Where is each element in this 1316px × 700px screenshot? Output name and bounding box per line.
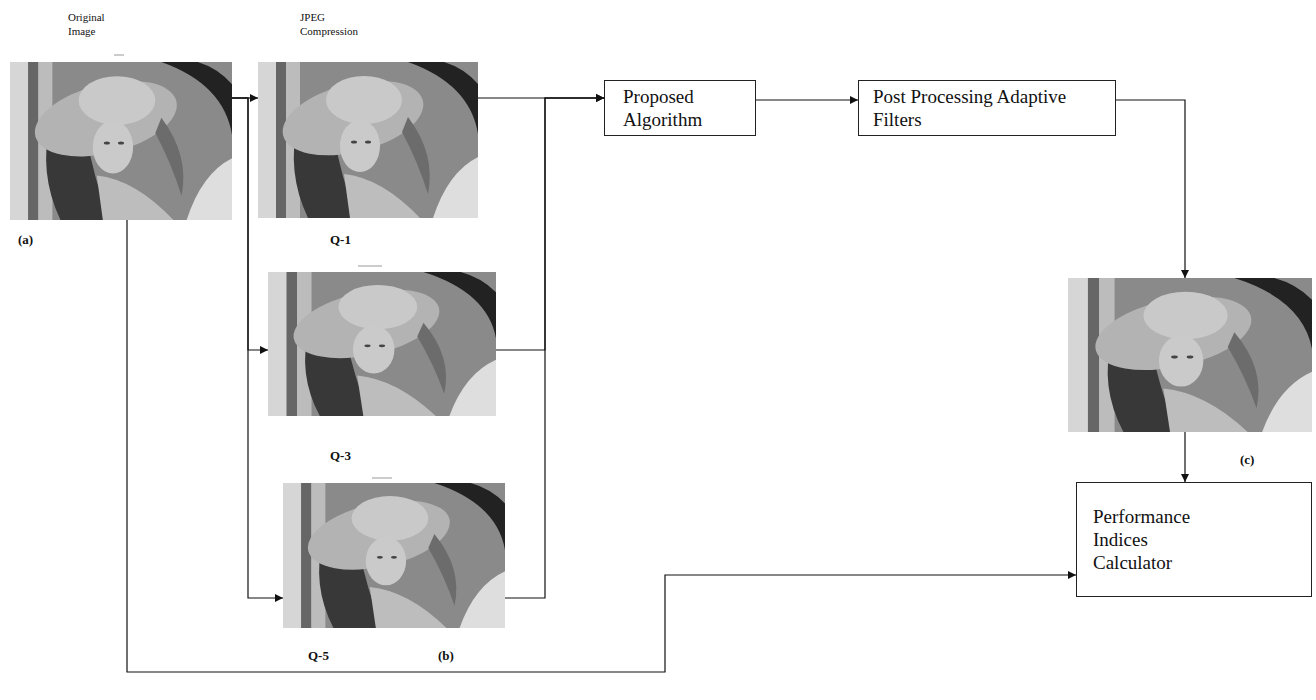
quality-label: Q-3 <box>330 448 351 463</box>
compressed-photo <box>283 483 505 628</box>
tick-mark <box>358 266 382 267</box>
quality-label: Q-1 <box>330 232 351 247</box>
connector-arrow <box>496 98 604 350</box>
original-photo <box>10 62 232 220</box>
box-label: Performance Indices Calculator <box>1093 505 1217 575</box>
tick-mark <box>114 55 124 56</box>
image-heading: Original Image <box>68 10 130 39</box>
connector-arrow <box>756 99 858 100</box>
panel-letter: (c) <box>1240 452 1254 467</box>
process-box: Performance Indices Calculator <box>1076 482 1312 597</box>
column-heading: JPEG Compression <box>300 10 372 39</box>
panel-letter: (b) <box>438 648 454 663</box>
image-panel: Original Image(a) <box>10 62 232 220</box>
process-box: Post Processing Adaptive Filters <box>858 80 1116 136</box>
box-label: Post Processing Adaptive Filters <box>873 85 1073 131</box>
restored-photo <box>1068 278 1312 432</box>
image-panel: Q-3 <box>268 272 496 416</box>
box-label: Proposed Algorithm <box>623 85 735 131</box>
process-box: Proposed Algorithm <box>604 80 756 136</box>
connector-arrow <box>1116 100 1185 278</box>
connector-arrow <box>232 98 283 598</box>
tick-mark <box>372 478 392 479</box>
connector-arrow <box>232 98 268 350</box>
connector-arrow <box>1184 432 1185 482</box>
image-panel: Q-1 <box>258 62 478 218</box>
connector-arrow <box>127 220 1076 672</box>
connector-arrow <box>505 98 604 598</box>
compressed-photo <box>268 272 496 416</box>
quality-label: Q-5 <box>308 648 329 663</box>
compressed-photo <box>258 62 478 218</box>
image-panel: (c) <box>1068 278 1312 432</box>
image-panel: Q-5 <box>283 483 505 628</box>
panel-letter: (a) <box>18 232 33 247</box>
